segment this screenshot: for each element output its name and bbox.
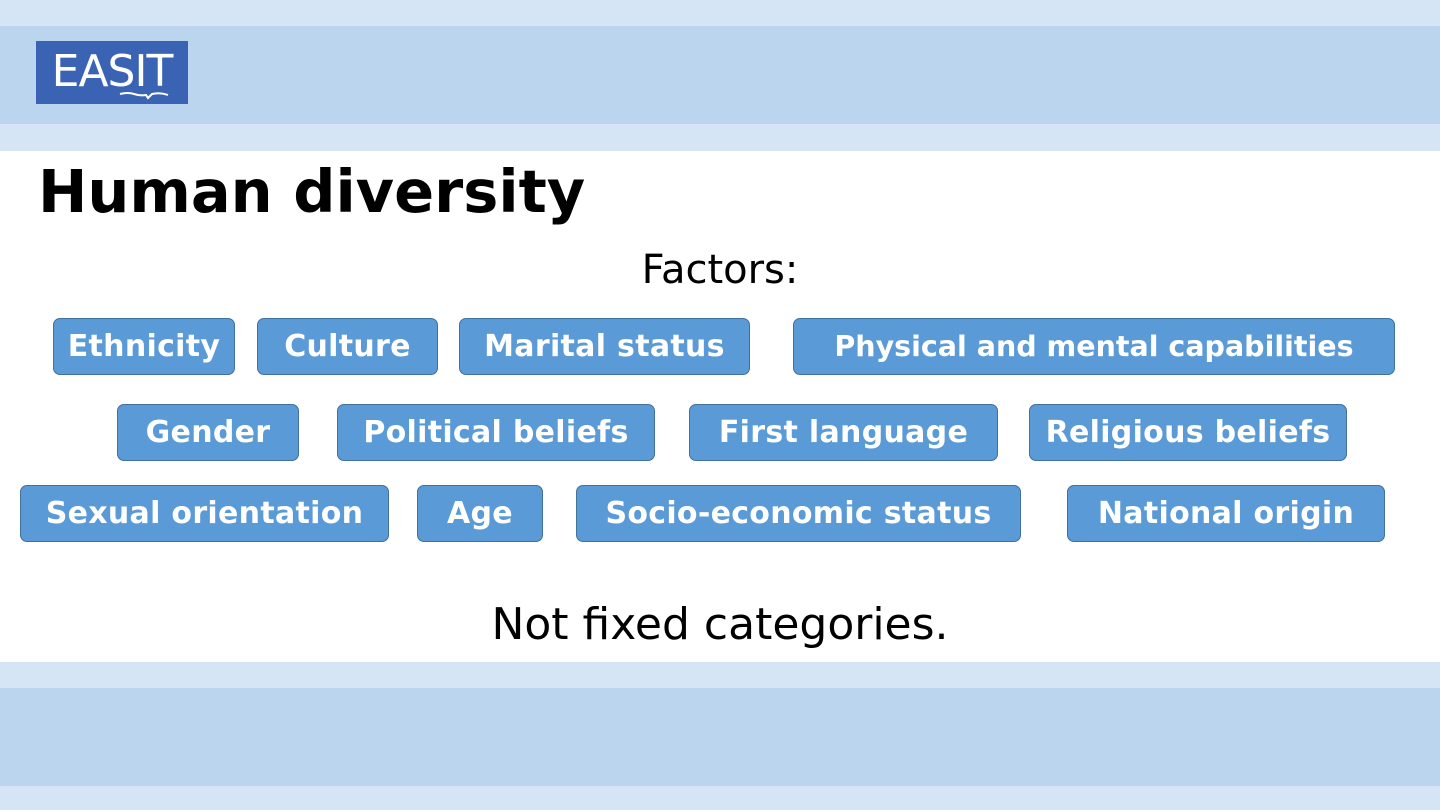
footer-band-bottom — [0, 786, 1440, 810]
factor-chip-physical-mental-capabilities: Physical and mental capabilities — [793, 318, 1395, 375]
logo-text: EASIT — [51, 46, 174, 97]
factor-chip-sexual-orientation: Sexual orientation — [20, 485, 389, 542]
factor-chip-national-origin: National origin — [1067, 485, 1385, 542]
page-title: Human diversity — [38, 157, 586, 226]
logo-underline-icon — [119, 92, 169, 100]
header-band — [0, 26, 1440, 124]
footer-band-top — [0, 662, 1440, 688]
factor-chip-religious-beliefs: Religious beliefs — [1029, 404, 1347, 461]
factor-chip-marital-status: Marital status — [459, 318, 750, 375]
factor-chip-gender: Gender — [117, 404, 299, 461]
note-text: Not fixed categories. — [491, 599, 949, 650]
factor-chip-political-beliefs: Political beliefs — [337, 404, 655, 461]
factor-chip-first-language: First language — [689, 404, 998, 461]
header-band-top — [0, 0, 1440, 26]
factor-chip-culture: Culture — [257, 318, 438, 375]
easit-logo: EASIT — [36, 41, 188, 104]
footer-band — [0, 688, 1440, 786]
factors-label: Factors: — [641, 247, 799, 293]
factor-chip-ethnicity: Ethnicity — [53, 318, 235, 375]
factor-chip-age: Age — [417, 485, 543, 542]
header-band-bottom — [0, 124, 1440, 151]
factor-chip-socio-economic-status: Socio-economic status — [576, 485, 1021, 542]
